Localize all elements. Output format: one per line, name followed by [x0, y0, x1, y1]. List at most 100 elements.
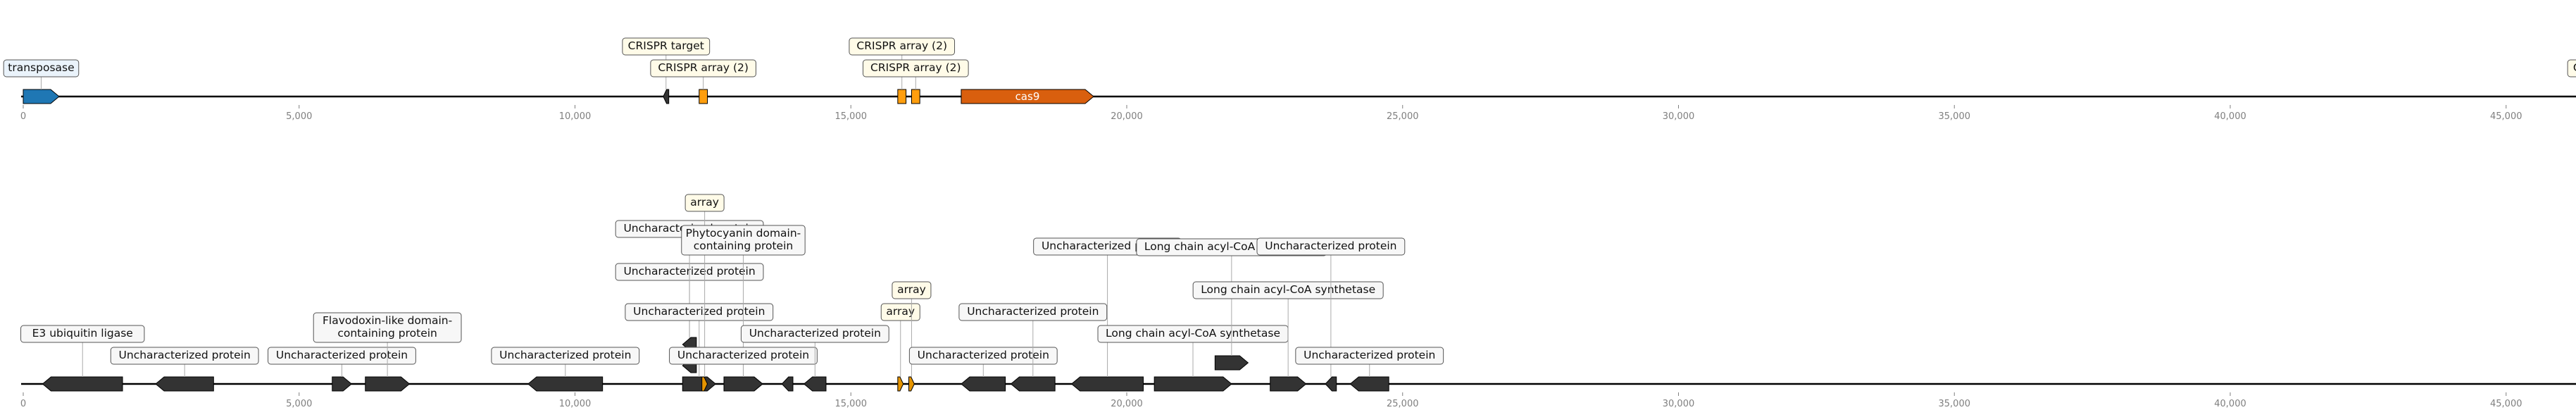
bottom-feature-label-line: Long chain acyl-CoA synthetase: [1201, 283, 1375, 296]
bottom-feature-label-20: Long chain acyl-CoA synthetase: [1201, 283, 1375, 296]
bottom-feature-8[interactable]: [701, 376, 708, 392]
top-feature-4[interactable]: [911, 89, 920, 104]
bottom-feature-12[interactable]: [803, 376, 827, 392]
top-feature-label-3: CRISPR array (2): [856, 39, 947, 52]
bottom-feature-label-14: array: [897, 283, 926, 296]
bottom-feature-label-12: Uncharacterized protein: [749, 327, 881, 340]
bottom-label-box-10: [669, 347, 818, 365]
top-tick-label: 0: [20, 111, 26, 122]
top-tick-label: 35,000: [1939, 111, 1971, 122]
bottom-tick-label: 10,000: [559, 399, 592, 409]
top-feature-label-6: CRISPR target: [2573, 61, 2576, 74]
bottom-feature-15[interactable]: [961, 376, 1006, 392]
bottom-feature-16[interactable]: [1010, 376, 1056, 392]
bottom-feature-label-line: Uncharacterized protein: [1265, 240, 1396, 252]
bottom-label-box-16: [958, 303, 1108, 321]
top-feature-label-line: CRISPR target: [2573, 61, 2576, 74]
bottom-tick-label: 30,000: [1663, 399, 1695, 409]
bottom-feature-7[interactable]: [682, 376, 717, 392]
top-feature-2[interactable]: [699, 89, 708, 104]
bottom-feature-10[interactable]: [723, 376, 763, 392]
bottom-tick-label: 0: [20, 399, 26, 409]
bottom-feature-14[interactable]: [908, 376, 915, 392]
bottom-feature-label-line: Long chain acyl-CoA synthetase: [1106, 327, 1280, 340]
bottom-feature-label-line: E3 ubiquitin ligase: [32, 327, 133, 340]
bottom-feature-label-16: Uncharacterized protein: [967, 305, 1099, 318]
bottom-label-box-1: [110, 347, 259, 365]
bottom-feature-13[interactable]: [897, 376, 904, 392]
bottom-feature-18[interactable]: [1153, 376, 1232, 392]
bottom-tick-label: 45,000: [2490, 399, 2522, 409]
bottom-feature-label-line: Flavodoxin-like domain-: [323, 314, 452, 327]
bottom-feature-label-13: array: [886, 305, 915, 318]
top-tick-label: 45,000: [2490, 111, 2522, 122]
top-feature-label-line: CRISPR array (2): [856, 39, 947, 52]
bottom-label-box-22: [1295, 347, 1444, 365]
bottom-tick-label: 5,000: [286, 399, 312, 409]
bottom-feature-label-line: containing protein: [337, 327, 437, 340]
bottom-feature-label-21: Uncharacterized protein: [1265, 240, 1396, 252]
bottom-feature-label-line: Phytocyanin domain-: [686, 227, 801, 240]
bottom-feature-4[interactable]: [527, 376, 604, 392]
bottom-feature-2[interactable]: [332, 376, 352, 392]
top-tick-label: 40,000: [2214, 111, 2246, 122]
top-tick-label: 5,000: [286, 111, 312, 122]
top-feature-label-line: CRISPR array (2): [870, 61, 961, 74]
bottom-label-box-0: [20, 325, 145, 343]
bottom-label-box-2: [268, 347, 416, 365]
bottom-feature-label-line: Uncharacterized protein: [967, 305, 1099, 318]
top-feature-3[interactable]: [897, 89, 907, 104]
top-label-box-6: [2567, 59, 2576, 77]
bottom-feature-label-line: Uncharacterized protein: [633, 305, 765, 318]
bottom-feature-label-line: array: [690, 196, 719, 209]
bottom-feature-11[interactable]: [781, 376, 794, 392]
top-feature-label-line: CRISPR target: [628, 39, 704, 52]
bottom-feature-label-0: E3 ubiquitin ligase: [32, 327, 133, 340]
bottom-feature-0[interactable]: [42, 376, 123, 392]
top-feature-label-1: CRISPR target: [628, 39, 704, 52]
top-feature-5[interactable]: [961, 89, 1094, 104]
bottom-tick-label: 15,000: [835, 399, 868, 409]
bottom-feature-20[interactable]: [1270, 376, 1307, 392]
bottom-feature-label-8: array: [690, 196, 719, 209]
bottom-feature-label-line: array: [897, 283, 926, 296]
bottom-feature-22[interactable]: [1349, 376, 1389, 392]
bottom-feature-19[interactable]: [1214, 355, 1249, 371]
bottom-feature-label-1: Uncharacterized protein: [119, 349, 251, 361]
top-tick-label: 20,000: [1111, 111, 1143, 122]
top-feature-label-0: transposase: [8, 61, 74, 74]
bottom-feature-label-18: Long chain acyl-CoA synthetase: [1106, 327, 1280, 340]
top-tick-label: 25,000: [1387, 111, 1419, 122]
bottom-feature-label-7: Uncharacterized protein: [633, 305, 765, 318]
bottom-feature-label-4: Uncharacterized protein: [499, 349, 631, 361]
top-feature-1[interactable]: [663, 89, 670, 104]
bottom-feature-label-10: Uncharacterized protein: [677, 349, 809, 361]
bottom-label-box-21: [1256, 237, 1406, 256]
top-tick-label: 30,000: [1663, 111, 1695, 122]
top-tick-label: 15,000: [835, 111, 868, 122]
bottom-label-box-20: [1192, 281, 1384, 299]
bottom-feature-label-line: Uncharacterized protein: [1303, 349, 1435, 361]
top-feature-0[interactable]: [23, 89, 60, 104]
bottom-tick-label: 25,000: [1387, 399, 1419, 409]
bottom-feature-21[interactable]: [1325, 376, 1337, 392]
bottom-label-box-8: [684, 194, 725, 212]
bottom-feature-label-line: Uncharacterized protein: [119, 349, 251, 361]
bottom-label-box-7: [625, 303, 774, 321]
top-label-box-2: [650, 59, 756, 77]
bottom-label-box-15: [908, 347, 1058, 365]
bottom-feature-label-line: array: [886, 305, 915, 318]
bottom-feature-label-9: Phytocyanin domain-containing protein: [686, 227, 801, 252]
top-label-box-3: [849, 37, 956, 56]
top-feature-label-line: CRISPR array (2): [658, 61, 749, 74]
bottom-feature-17[interactable]: [1070, 376, 1144, 392]
bottom-feature-1[interactable]: [155, 376, 214, 392]
bottom-feature-label-3: Flavodoxin-like domain-containing protei…: [323, 314, 452, 340]
bottom-label-box-12: [740, 325, 889, 343]
bottom-feature-label-line: Uncharacterized protein: [918, 349, 1049, 361]
bottom-feature-label-line: Uncharacterized protein: [749, 327, 881, 340]
bottom-feature-3[interactable]: [365, 376, 411, 392]
top-label-box-4: [863, 59, 969, 77]
